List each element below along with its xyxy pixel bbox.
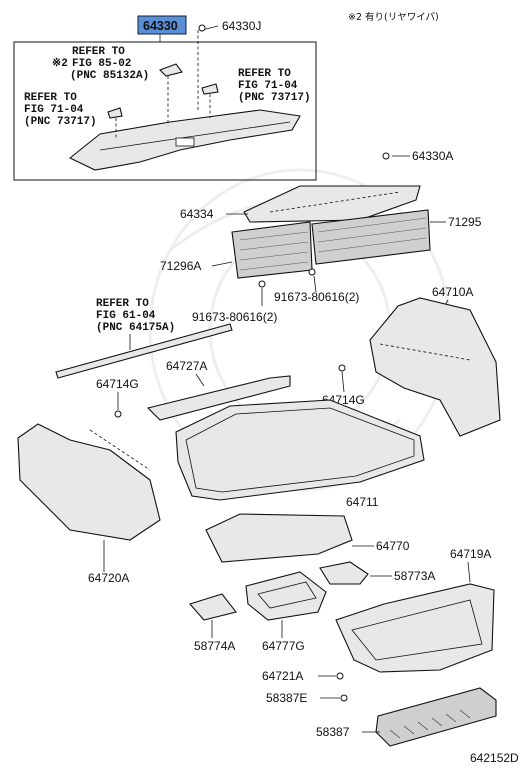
refer-fig-label-4[interactable]: FIG 61-04 [96,310,156,322]
part-label-64330j[interactable]: 64330J [222,19,261,33]
refer-pnc-label-2: (PNC 73717) [238,92,311,104]
sill-plate-shape [146,375,291,421]
refer-fig-label-2[interactable]: FIG 71-04 [238,80,298,92]
note-text: ※2 有り(リヤワイパ) [348,11,439,23]
pad-58774a-shape [189,593,237,621]
refer-to-label-2: REFER TO [238,68,291,80]
lid-trim-shape [335,583,495,673]
part-label-91673-b[interactable]: 91673-80616(2) [192,310,277,324]
refer-fig-label-3[interactable]: FIG 71-04 [24,104,84,116]
refer-note-mark: ※2 [52,57,68,70]
pad-58773a-shape [319,561,369,585]
part-label-64770[interactable]: 64770 [376,539,410,553]
clip-shape-2 [107,107,123,119]
weatherstrip-shape [55,323,233,379]
part-label-64330[interactable]: 64330 [143,19,178,33]
part-label-58773a[interactable]: 58773A [394,569,435,583]
part-label-64720a[interactable]: 64720A [88,571,129,585]
tool-tray-shape [245,571,327,621]
part-label-71296a[interactable]: 71296A [160,259,201,273]
assembly-inset-box [13,41,317,181]
main-part-highlight[interactable] [137,15,187,35]
part-label-58774a[interactable]: 58774A [194,639,235,653]
floor-mat-shape [175,399,425,501]
left-trim-shape [17,423,161,541]
part-label-58387[interactable]: 58387 [316,725,350,739]
refer-pnc-label-4: (PNC 64175A) [96,322,175,334]
part-label-64721a[interactable]: 64721A [262,669,303,683]
clip-icon [198,24,206,32]
scuff-plate-shape [375,687,497,747]
screw-icon [382,152,390,160]
part-label-58387e[interactable]: 58387E [266,691,307,705]
part-label-64334[interactable]: 64334 [180,207,214,221]
part-label-64727a[interactable]: 64727A [166,359,207,373]
panel-64334-shape [243,185,421,223]
refer-to-label-4: REFER TO [96,298,149,310]
part-label-64714g-left[interactable]: 64714G [96,377,139,391]
diagram-id: 642152D [470,751,519,765]
part-label-71295[interactable]: 71295 [448,215,482,229]
refer-to-label-1: REFER TO [72,46,125,58]
refer-to-label-3: REFER TO [24,92,77,104]
mesh-panel-71295 [311,209,431,265]
part-label-64711[interactable]: 64711 [346,495,379,509]
grommet-shape [159,63,183,77]
refer-pnc-label-1: (PNC 85132A) [70,70,149,82]
clip-shape [201,83,219,95]
deck-board-shape [205,513,353,563]
refer-fig-label-1[interactable]: FIG 85-02 [72,58,131,70]
right-trim-shape [369,297,501,437]
refer-pnc-label-3: (PNC 73717) [24,116,97,128]
part-label-64777g[interactable]: 64777G [262,639,305,653]
part-label-64710a[interactable]: 64710A [432,285,473,299]
part-label-64330a[interactable]: 64330A [412,149,453,163]
part-label-64719a[interactable]: 64719A [450,547,491,561]
part-label-91673-a[interactable]: 91673-80616(2) [274,290,359,304]
